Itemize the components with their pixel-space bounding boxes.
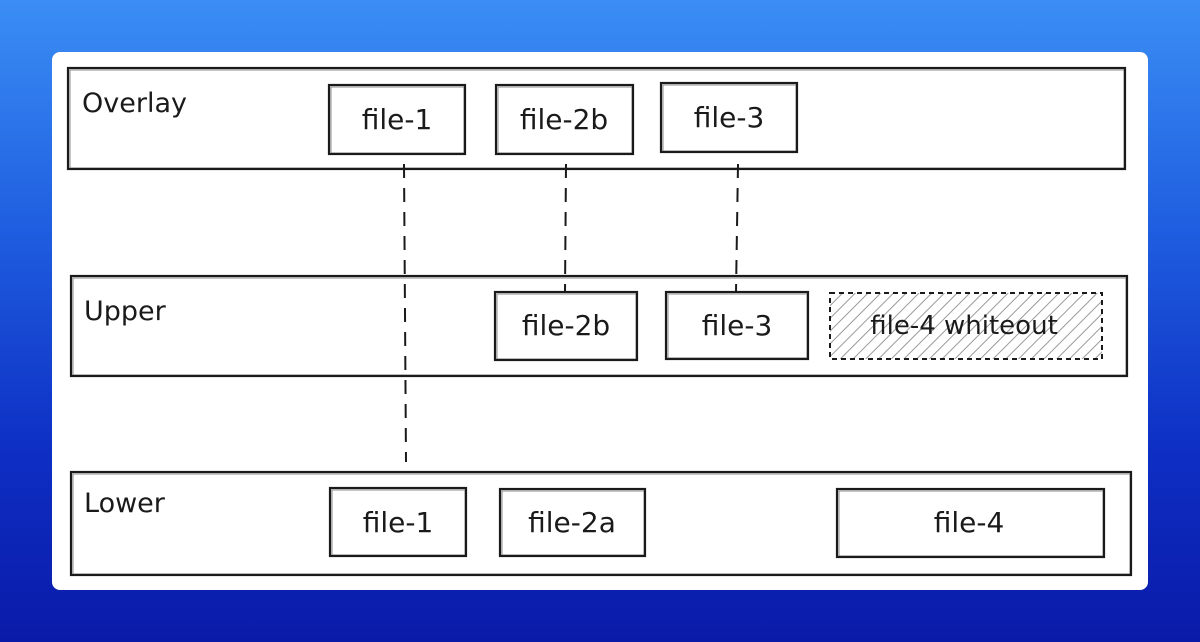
upper-file-4-whiteout-label: file-4 whiteout — [870, 311, 1058, 341]
connector-file-3 — [735, 163, 739, 293]
layer-lower-box — [69, 470, 1133, 577]
lower-file-4-label: file-4 — [934, 506, 1005, 539]
layer-upper-box — [69, 274, 1129, 378]
overlay-file-1-label: file-1 — [362, 103, 433, 136]
layer-lower: Lower file-1 file-2a file-4 — [69, 470, 1133, 577]
connector-file-2b — [564, 163, 567, 293]
lower-file-4: file-4 — [835, 487, 1106, 559]
connector-file-1 — [403, 163, 407, 463]
diagram-card: Overlay file-1 file-2b file-3 Upper — [52, 52, 1148, 590]
upper-file-2b: file-2b — [493, 290, 639, 362]
layer-upper: Upper file-2b file-3 file-4 whiteout — [69, 274, 1129, 378]
lower-file-1-label: file-1 — [363, 506, 434, 539]
upper-file-4-whiteout: file-4 whiteout — [829, 292, 1103, 360]
overlay-file-2b: file-2b — [494, 83, 635, 156]
upper-file-3: file-3 — [664, 290, 810, 361]
overlay-file-3-label: file-3 — [694, 101, 765, 134]
overlay-file-1: file-1 — [327, 83, 467, 156]
overlay-file-3: file-3 — [659, 81, 799, 154]
lower-file-2a: file-2a — [498, 487, 647, 558]
overlay-file-2b-label: file-2b — [520, 103, 608, 136]
layer-overlay-label: Overlay — [82, 88, 187, 119]
layer-upper-label: Upper — [84, 296, 167, 327]
lower-file-2a-label: file-2a — [528, 506, 616, 539]
layer-lower-label: Lower — [84, 488, 166, 519]
upper-file-2b-label: file-2b — [522, 309, 610, 342]
layer-overlay: Overlay file-1 file-2b file-3 — [66, 66, 1127, 171]
upper-file-3-label: file-3 — [702, 309, 773, 342]
overlay-filesystem-diagram: Overlay file-1 file-2b file-3 Upper — [66, 66, 1133, 577]
lower-file-1: file-1 — [328, 486, 468, 558]
layer-overlay-box — [66, 66, 1127, 171]
